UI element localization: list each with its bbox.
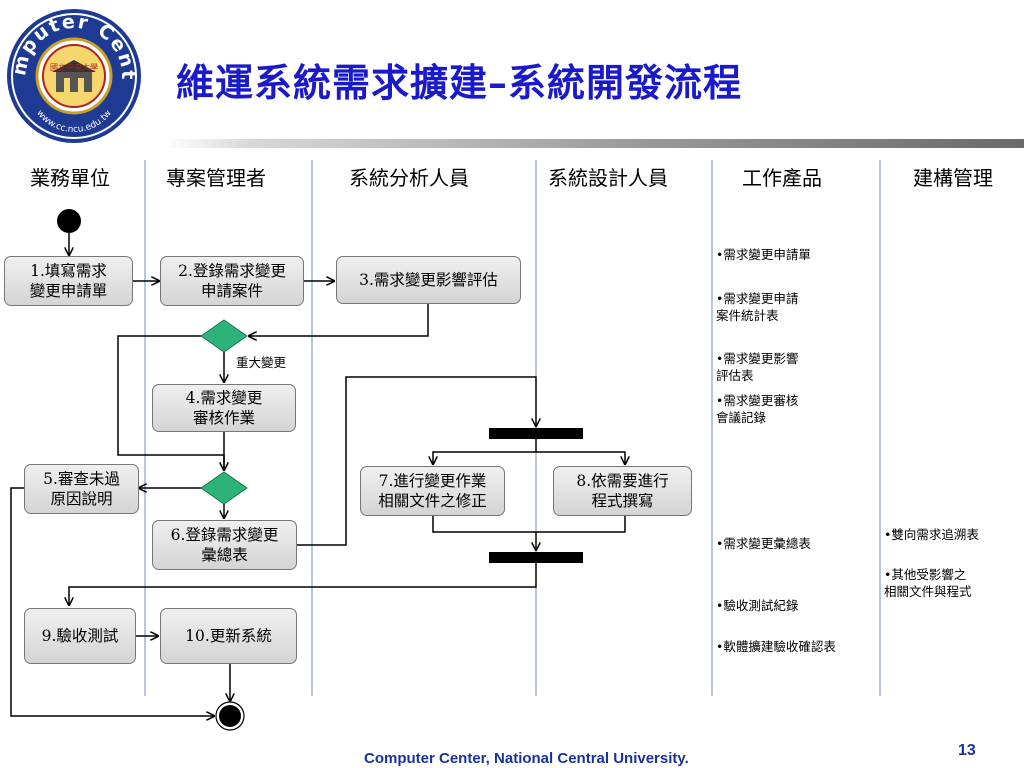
activity-fill-change-request: 1.填寫需求 變更申請單 xyxy=(4,256,133,306)
lane-header-system-analyst: 系統分析人員 xyxy=(349,166,469,190)
join-bar xyxy=(489,552,583,563)
activity-acceptance-test: 9.驗收測試 xyxy=(24,608,136,664)
lane-header-business-unit: 業務單位 xyxy=(30,166,110,190)
title-underline xyxy=(165,139,1024,148)
activity-register-change-case: 2.登錄需求變更 申請案件 xyxy=(160,256,304,306)
product-acceptance-test-record: •驗收測試紀錄 xyxy=(716,598,799,613)
product-change-case-statistics: •需求變更申請 案件統計表 xyxy=(716,291,799,323)
lane-header-project-manager: 專案管理者 xyxy=(166,166,266,190)
logo-emblem-icon: Computer Center www.cc.ncu.edu.tw 國立中央大學 xyxy=(0,0,141,143)
product-change-request-form: •需求變更申請單 xyxy=(716,247,811,262)
config-affected-documents: •其他受影響之 相關文件與程式 xyxy=(884,567,972,599)
swimlane-separators xyxy=(144,160,881,696)
end-node-ring xyxy=(215,701,245,731)
start-node xyxy=(57,209,81,233)
fork-bar xyxy=(489,428,583,439)
activity-rejection-reason: 5.審查未過 原因說明 xyxy=(24,464,139,514)
product-acceptance-confirmation: •軟體擴建驗收確認表 xyxy=(716,639,836,654)
page-title: 維運系統需求擴建–系統開發流程 xyxy=(176,60,743,105)
page-number: 13 xyxy=(958,742,976,759)
computer-center-logo: Computer Center www.cc.ncu.edu.tw 國立中央大學 xyxy=(0,0,144,146)
lane-header-system-designer: 系統設計人員 xyxy=(548,166,668,190)
activity-register-change-summary: 6.登錄需求變更 彙總表 xyxy=(152,520,297,570)
logo-seal-text: 國立中央大學 xyxy=(50,62,98,72)
activity-change-review: 4.需求變更 審核作業 xyxy=(152,384,296,432)
activity-impact-assessment: 3.需求變更影響評估 xyxy=(336,256,521,304)
flow-arrows xyxy=(10,233,625,716)
config-traceability-table: •雙向需求追溯表 xyxy=(884,527,979,542)
decision-major-change xyxy=(200,319,248,353)
footer-organization: Computer Center, National Central Univer… xyxy=(364,750,689,767)
activity-update-system: 10.更新系統 xyxy=(160,608,297,664)
activity-revise-documents: 7.進行變更作業 相關文件之修正 xyxy=(360,466,505,516)
end-node xyxy=(219,705,241,727)
product-review-meeting-minutes: •需求變更審核 會議記錄 xyxy=(716,393,799,425)
product-impact-assessment-form: •需求變更影響 評估表 xyxy=(716,351,799,383)
activity-program-coding: 8.依需要進行 程式撰寫 xyxy=(553,466,692,516)
condition-label-major-change: 重大變更 xyxy=(236,355,287,370)
lane-header-config-management: 建構管理 xyxy=(913,166,993,190)
decision-review-result xyxy=(200,471,248,505)
product-change-summary-table: •需求變更彙總表 xyxy=(716,536,811,551)
lane-header-work-products: 工作產品 xyxy=(742,166,822,190)
